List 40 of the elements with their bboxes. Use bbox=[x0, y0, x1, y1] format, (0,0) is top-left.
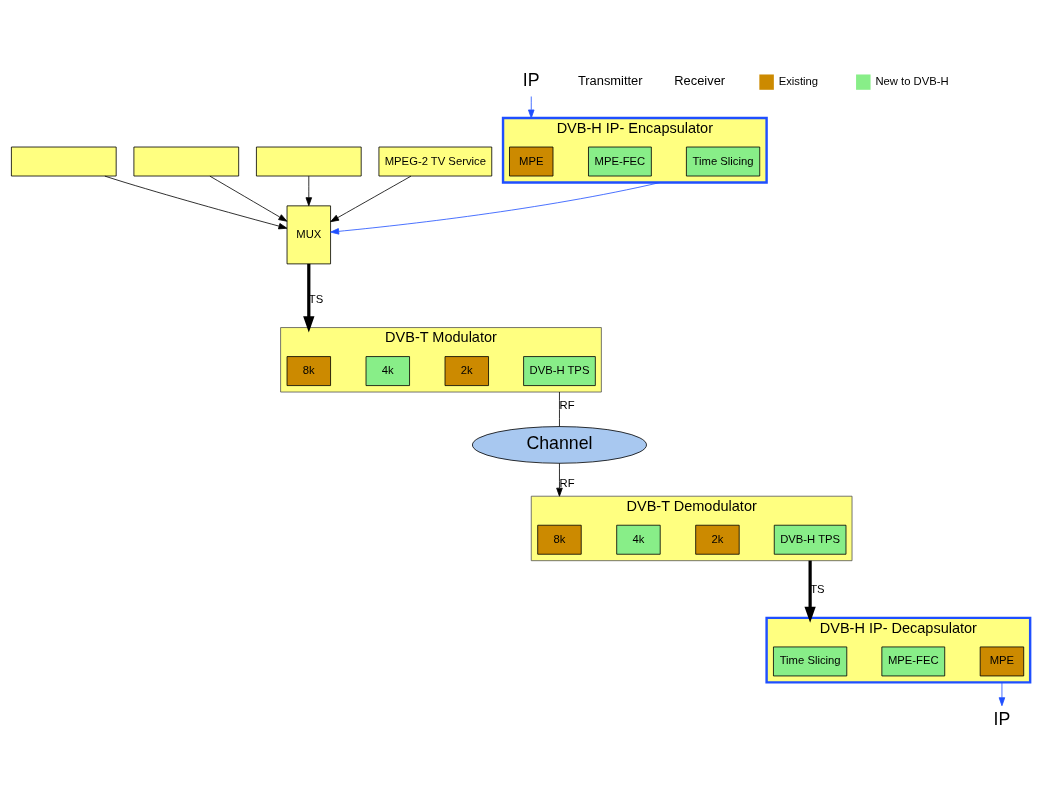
arrow bbox=[556, 462, 563, 497]
node-box: MPEG-2 TV Service bbox=[378, 146, 493, 176]
node-box: MPE-FEC bbox=[588, 146, 652, 176]
node-box: MPE bbox=[509, 146, 554, 176]
node-box bbox=[256, 146, 362, 176]
node-box: 2k bbox=[444, 355, 489, 386]
legend-label: New to DVB-H bbox=[875, 74, 949, 87]
arrow bbox=[804, 560, 816, 623]
node-box: Time Slicing bbox=[686, 146, 761, 176]
node-box: MUX bbox=[286, 204, 331, 264]
arrow bbox=[209, 175, 288, 222]
node-box: 4k bbox=[616, 524, 661, 555]
arrow bbox=[998, 681, 1006, 706]
node-box: MPE-FEC bbox=[881, 646, 946, 676]
label: Transmitter bbox=[577, 72, 643, 88]
connector bbox=[559, 391, 560, 427]
edge-label: RF bbox=[559, 476, 575, 489]
node-text: IP bbox=[993, 708, 1011, 729]
node-box: 8k bbox=[286, 355, 331, 386]
node-box: DVB-H TPS bbox=[773, 524, 847, 555]
arrow bbox=[104, 175, 288, 229]
arrow bbox=[330, 175, 412, 222]
label: Receiver bbox=[674, 72, 726, 88]
arrow bbox=[303, 263, 315, 332]
arrow bbox=[330, 181, 661, 235]
node-box: 4k bbox=[365, 355, 410, 386]
arrow bbox=[528, 95, 535, 118]
legend-label: Existing bbox=[778, 74, 819, 87]
node-box: DVB-H TPS bbox=[523, 355, 596, 386]
edge-label: RF bbox=[559, 398, 575, 411]
node-box bbox=[133, 146, 240, 176]
node-box: 2k bbox=[695, 524, 740, 555]
node-box: 8k bbox=[537, 524, 582, 555]
node-text: IP bbox=[522, 69, 540, 90]
node-ellipse: Channel bbox=[472, 425, 647, 464]
arrow bbox=[305, 175, 313, 206]
edge-label: TS bbox=[308, 292, 324, 305]
node-box: Time Slicing bbox=[773, 646, 848, 676]
node-box bbox=[11, 146, 117, 176]
node-box: MPE bbox=[979, 646, 1025, 676]
